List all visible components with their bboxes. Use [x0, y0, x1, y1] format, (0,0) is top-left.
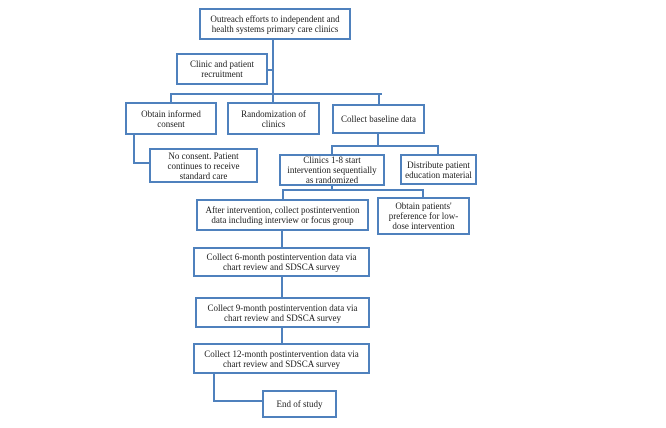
connector-drop-clinics	[331, 145, 333, 154]
connector-6month-to-9month	[281, 277, 283, 297]
connector-9month-to-12month	[281, 328, 283, 343]
flowchart-node-end-of-study: End of study	[262, 390, 337, 418]
flowchart-node-no-consent: No consent. Patient continues to receive…	[149, 148, 258, 183]
connector-split-row4	[331, 145, 439, 147]
connector-split-row3	[170, 93, 382, 95]
flowchart-node-outreach-efforts: Outreach efforts to independent and heal…	[199, 8, 351, 40]
connector-split-row5	[282, 189, 424, 191]
flowchart-node-9-month-data: Collect 9-month postintervention data vi…	[195, 297, 370, 328]
connector-12month-elbow-vertical	[213, 374, 215, 402]
connector-after-to-6month	[281, 231, 283, 247]
flowchart-node-distribute-material: Distribute patient education material	[400, 154, 477, 185]
flowchart-node-after-intervention: After intervention, collect postinterven…	[196, 199, 369, 231]
connector-stub-recruitment	[268, 69, 274, 71]
flowchart-node-clinics-1-8-start: Clinics 1-8 start intervention sequentia…	[279, 154, 385, 186]
connector-drop-distribute	[437, 145, 439, 154]
flowchart-node-clinic-recruitment: Clinic and patient recruitment	[176, 53, 268, 85]
connector-12month-elbow-horizontal	[213, 400, 262, 402]
flowchart-node-randomization: Randomization of clinics	[227, 102, 320, 135]
flowchart-node-12-month-data: Collect 12-month postintervention data v…	[193, 343, 370, 374]
flowchart-node-collect-baseline: Collect baseline data	[332, 104, 425, 134]
connector-consent-elbow-vertical	[133, 134, 135, 164]
connector-drop-obtain-preference	[422, 189, 424, 197]
flowchart-node-obtain-consent: Obtain informed consent	[125, 102, 217, 135]
flowchart-node-6-month-data: Collect 6-month postintervention data vi…	[193, 247, 370, 277]
connector-drop-after-intervention	[282, 189, 284, 199]
connector-drop-baseline	[378, 93, 380, 104]
connector-trunk-outreach-down	[272, 40, 274, 102]
connector-clinics-out	[331, 186, 333, 191]
connector-drop-consent	[170, 93, 172, 102]
flowchart-node-obtain-preference: Obtain patients' preference for low-dose…	[377, 197, 470, 235]
connector-baseline-out	[377, 134, 379, 147]
connector-consent-elbow-horizontal	[133, 162, 149, 164]
